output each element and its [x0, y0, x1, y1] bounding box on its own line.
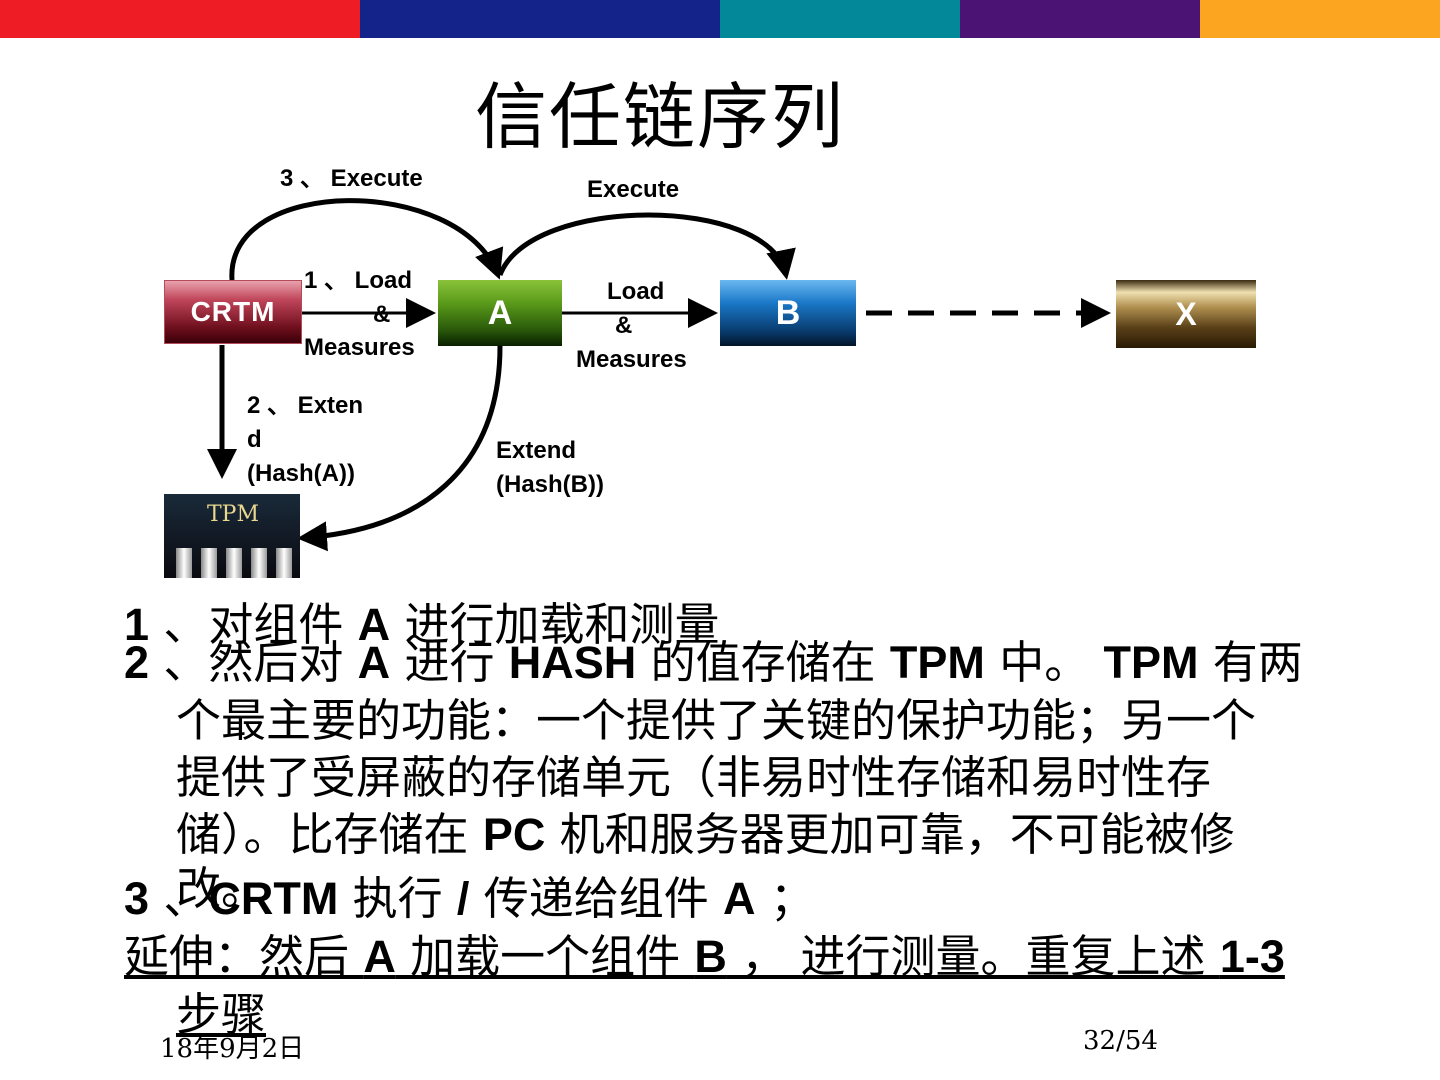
item-text: 有两 [1198, 636, 1303, 689]
item-text: 传递给组件 [469, 872, 724, 925]
extend-curve-a-tpm [297, 345, 503, 552]
label-step2-extend-cont: d [247, 426, 262, 453]
label-load-amp: & [615, 312, 633, 339]
item-keyword: 1-3 [1219, 931, 1285, 982]
extension-note: 延伸：然后 A 加载一个组件 B ， 进行测量。重复上述 1-3 [124, 920, 1285, 985]
label-step1-load: 1 、 Load [304, 267, 413, 294]
tpm-pin [251, 548, 267, 578]
label-step2-hash-a: (Hash(A)) [247, 460, 355, 487]
item-separator: 、 [149, 598, 209, 651]
tpm-chip-node: TPM [164, 494, 300, 578]
item-number: 3 [124, 873, 150, 924]
item-separator: 、 [149, 872, 209, 925]
footer-page-number: 32/54 [1083, 1026, 1158, 1056]
item-text: 然后对 [208, 636, 358, 689]
color-segment [1200, 0, 1440, 38]
tpm-pin [276, 548, 292, 578]
label-load-measures: Measures [576, 346, 687, 373]
label-step1-amp: & [373, 301, 391, 328]
list-item-3: 3 、CRTM 执行 / 传递给组件 A ； [124, 862, 815, 927]
item-keyword: A [357, 637, 391, 688]
label-hash-b: (Hash(B)) [496, 471, 604, 498]
item-keyword: CRTM [208, 873, 339, 924]
list-item-2-line: 提供了受屏蔽的存储单元（非易时性存储和易时性存 [176, 751, 1212, 804]
item-keyword: / [456, 873, 470, 924]
item-number: 2 [124, 637, 150, 688]
item-keyword: B [694, 931, 727, 982]
item-keyword: A [723, 873, 756, 924]
item-keyword: TPM [889, 637, 985, 688]
extension-note-line: 步骤 [176, 988, 267, 1041]
component-a-node: A [438, 280, 562, 346]
slide-title: 信任链序列 [474, 75, 845, 159]
item-text: 进行 [390, 636, 509, 689]
item-text: 中。 [984, 636, 1104, 689]
item-keyword: A [363, 931, 396, 982]
tpm-pins [176, 548, 292, 578]
label-step3-execute: 3 、 Execute [280, 165, 423, 192]
item-keyword: TPM [1103, 637, 1199, 688]
label-execute: Execute [587, 176, 680, 203]
item-number: 1 [124, 599, 150, 650]
list-item-2-line: 个最主要的功能：一个提供了关键的保护功能；另一个 [176, 694, 1257, 747]
list-item-2-line: 储）。比存储在 PC 机和服务器更加可靠，不可能被修 [176, 798, 1235, 863]
tpm-pin [226, 548, 242, 578]
tpm-label: TPM [206, 502, 259, 527]
list-item-2-line: 改。 [176, 862, 267, 915]
item-text: ， 进行测量。重复上述 [726, 930, 1220, 983]
tpm-pin [201, 548, 217, 578]
color-segment [0, 0, 360, 38]
item-text: 加载一个组件 [395, 930, 695, 983]
item-text: 对组件 [208, 598, 358, 651]
color-segment [960, 0, 1200, 38]
color-segment [360, 0, 720, 38]
label-load: Load [607, 278, 665, 305]
tpm-pin [176, 548, 192, 578]
item-text: 执行 [338, 872, 457, 925]
component-x-node: X [1116, 280, 1256, 348]
item-text: ； [755, 872, 815, 925]
label-extend: Extend [496, 437, 577, 464]
component-b-node: B [720, 280, 856, 346]
item-text: 进行加载和测量 [390, 598, 720, 651]
item-keyword: A [357, 599, 391, 650]
label-step2-extend: 2 、 Exten [247, 392, 364, 419]
item-text: 储）。比存储在 [176, 808, 483, 861]
execute-arc-a-b [497, 212, 796, 280]
footer-date: 18年9月2日 [160, 1034, 305, 1064]
item-text: 机和服务器更加可靠，不可能被修 [545, 808, 1235, 861]
item-separator: 、 [149, 636, 209, 689]
crtm-node: CRTM [164, 280, 302, 344]
item-text: 的值存储在 [636, 636, 890, 689]
top-color-bar [0, 0, 1440, 38]
color-segment [720, 0, 960, 38]
item-keyword: PC [482, 809, 546, 860]
item-text: 延伸：然后 [124, 930, 364, 983]
label-step1-measures: Measures [304, 334, 415, 361]
list-item-1: 1 、对组件 A 进行加载和测量 [124, 588, 719, 653]
item-keyword: HASH [508, 637, 637, 688]
list-item-2: 2 、然后对 A 进行 HASH 的值存储在 TPM 中。 TPM 有两 [124, 626, 1303, 691]
execute-arc-crtm-a [229, 198, 504, 281]
